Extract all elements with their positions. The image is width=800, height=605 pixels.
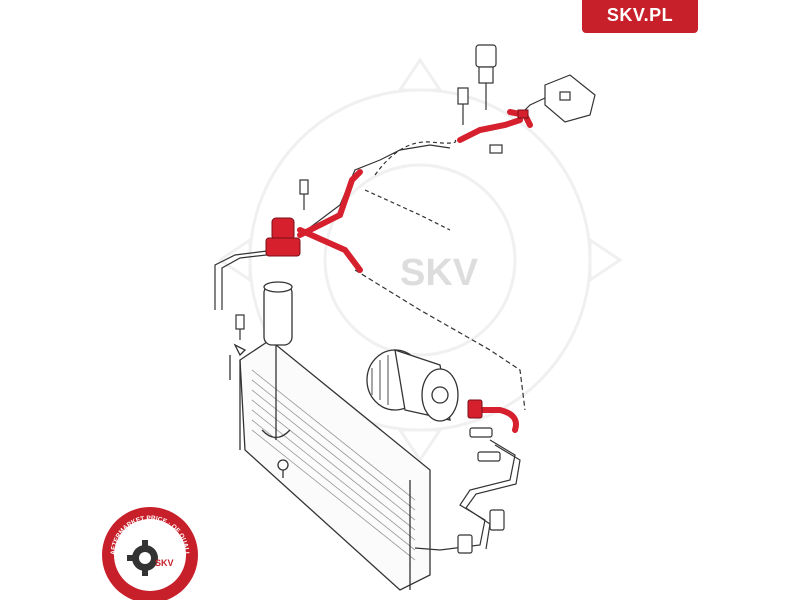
brand-site-label: SKV.PL <box>606 5 674 25</box>
highlighted-fitting-icon <box>265 109 529 419</box>
condenser <box>229 339 431 591</box>
ac-compressor <box>366 349 459 422</box>
hose-fitting-icon <box>457 427 505 554</box>
seal-gear-icon <box>127 540 158 576</box>
highlighted-ac-hose <box>297 109 533 433</box>
skv-seal: AFTERMARKET PRICE · OE QUALITY AUTO PART… <box>95 500 198 600</box>
seal-center-text: SKV <box>155 558 174 568</box>
service-valve-icon <box>457 87 503 154</box>
mounting-bolt-icon <box>235 179 309 340</box>
electrical-connector <box>519 74 596 123</box>
watermark-gear-icon <box>217 57 623 463</box>
watermark-text: SKV <box>400 252 479 294</box>
receiver-drier <box>261 281 293 478</box>
pressure-switch <box>475 44 497 110</box>
brand-tab: SKV.PL <box>582 0 698 33</box>
